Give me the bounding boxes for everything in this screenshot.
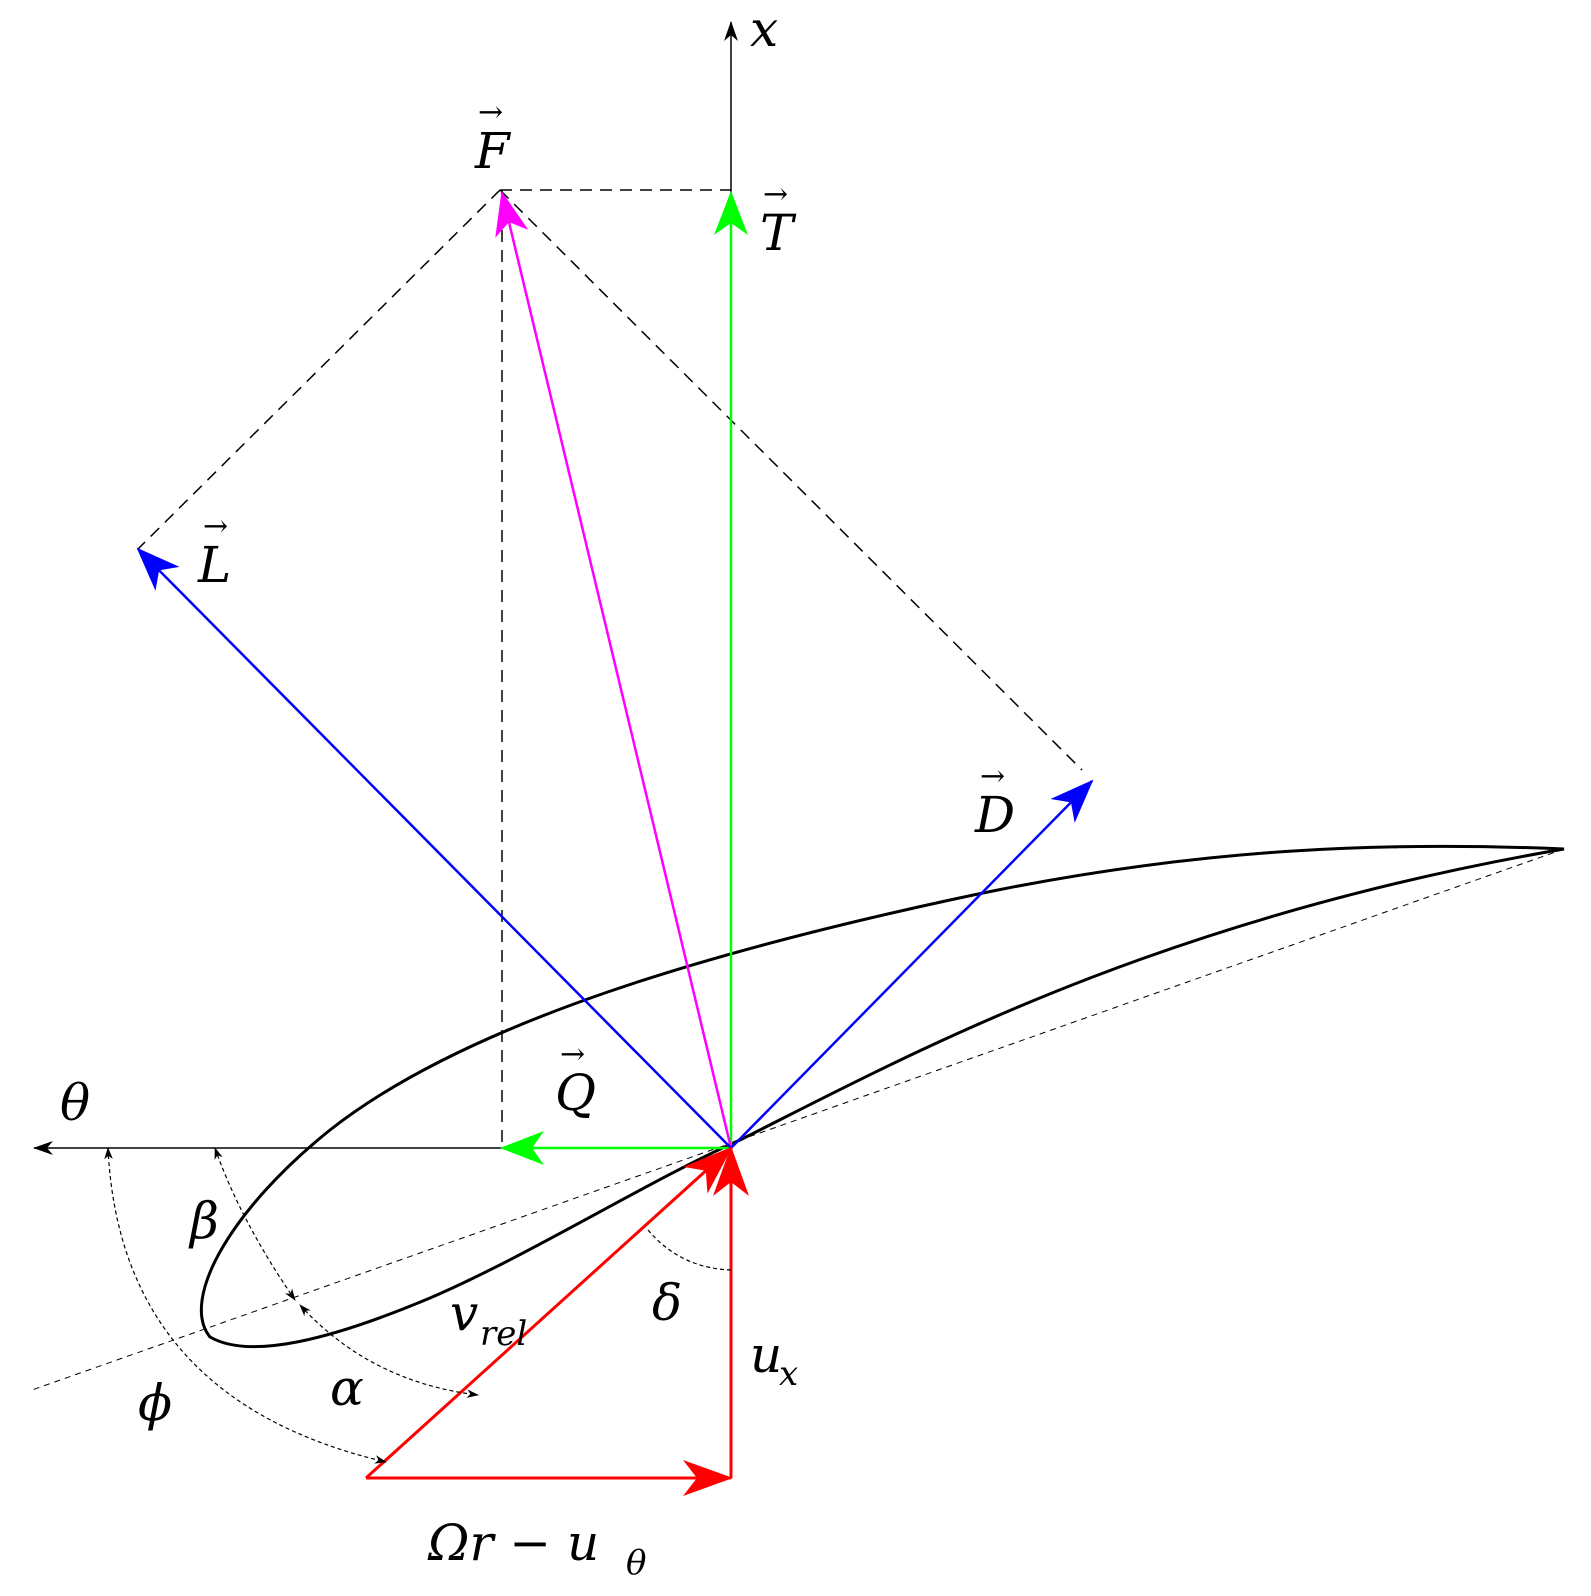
t-label: T →: [760, 177, 797, 262]
x-axis-label: x: [750, 0, 778, 58]
vrel-vector: [364, 1146, 733, 1480]
d-label-text: D: [974, 786, 1015, 844]
omega-r-label: Ωr − u θ: [427, 1514, 646, 1583]
f-d-dashed-line: [499, 189, 1083, 771]
delta-label: δ: [652, 1274, 682, 1332]
l-label-arrow: →: [203, 509, 228, 544]
vrel-label: v rel: [450, 1284, 527, 1354]
omega-r-label-text: Ωr − u: [427, 1514, 599, 1572]
theta-axis-label: θ: [60, 1074, 90, 1132]
f-l-dashed-line: [137, 189, 501, 550]
lift-vector: [136, 547, 732, 1149]
drag-vector: [730, 779, 1094, 1149]
q-label-arrow: →: [560, 1037, 585, 1072]
l-label: L →: [197, 509, 231, 594]
ux-label-sub: x: [779, 1354, 798, 1394]
l-label-text: L: [197, 536, 231, 594]
d-label-arrow: →: [980, 759, 1005, 794]
f-label: F →: [474, 95, 512, 180]
chord-line: [31, 848, 1565, 1391]
ux-label-text: u: [750, 1326, 782, 1384]
beta-arc: [214, 1147, 296, 1301]
delta-arc: [647, 1229, 732, 1271]
vrel-label-text: v: [450, 1284, 478, 1342]
d-label: D →: [974, 759, 1015, 844]
phi-label: ϕ: [138, 1374, 172, 1432]
f-label-arrow: →: [478, 95, 503, 130]
beta-label: β: [188, 1192, 219, 1250]
airfoil-profile: [199, 844, 1565, 1349]
ux-label: u x: [750, 1326, 798, 1394]
resultant-force-vector: [495, 191, 733, 1149]
t-label-arrow: →: [763, 177, 788, 212]
q-label-text: Q: [555, 1064, 596, 1122]
vrel-label-sub: rel: [480, 1314, 527, 1354]
alpha-label: α: [330, 1359, 364, 1417]
q-label: Q →: [555, 1037, 596, 1122]
omega-r-label-sub: θ: [626, 1543, 646, 1583]
phi-arc: [107, 1147, 387, 1464]
t-label-text: T: [760, 204, 797, 262]
alpha-arc: [299, 1304, 479, 1398]
f-label-text: F: [474, 122, 512, 180]
